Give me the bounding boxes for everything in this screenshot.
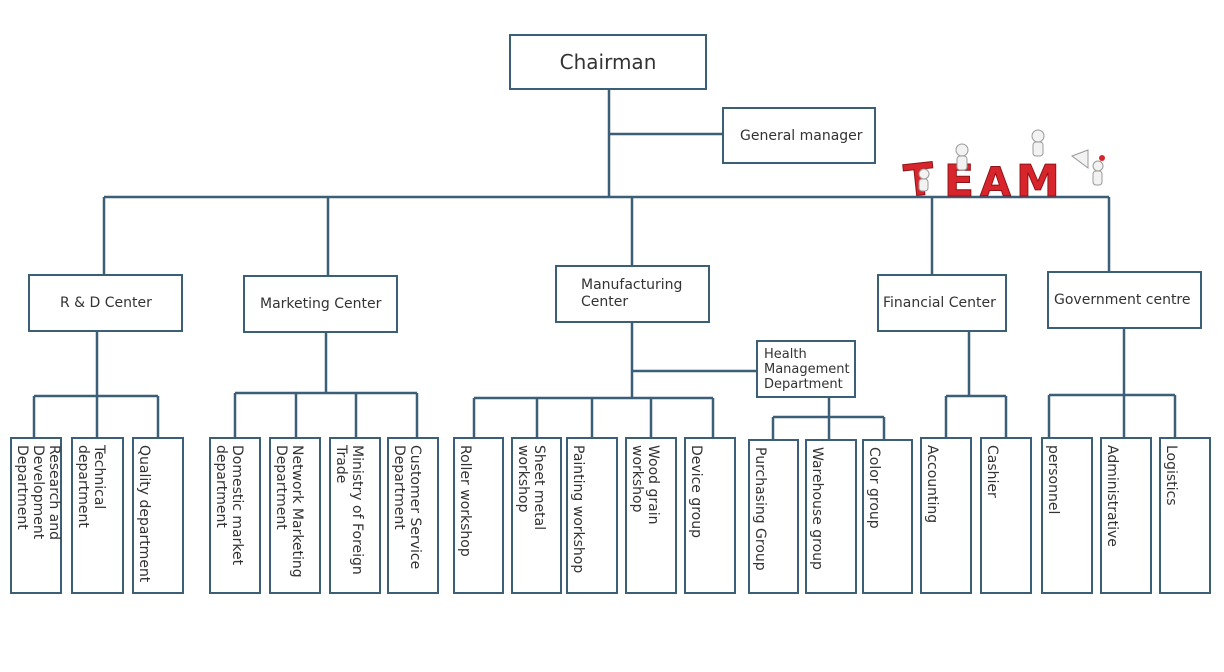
dept-mk-foreign-trade-label: Ministry of Foreign Trade [333, 445, 365, 575]
dept-rd-technical-label: Technical department [75, 445, 107, 528]
dept-gov-logistics-box: Logistics [1159, 437, 1211, 594]
dept-mf-roller-box: Roller workshop [453, 437, 504, 594]
dept-mf-painting-box: Painting workshop [566, 437, 618, 594]
center-government-box: Government centre [1047, 271, 1202, 329]
center-marketing-label: Marketing Center [260, 296, 382, 312]
dept-gov-administrative-box: Administrative [1100, 437, 1152, 594]
center-marketing-box: Marketing Center [243, 275, 398, 333]
general-manager-box: General manager [722, 107, 876, 164]
svg-text:T: T [902, 154, 937, 202]
center-rd-label: R & D Center [60, 295, 152, 311]
health-management-box: Health Management Department [756, 340, 856, 398]
dept-mf-sheet-metal-label: Sheet metal workshop [515, 445, 547, 531]
general-manager-label: General manager [740, 127, 863, 144]
dept-fin-cashier-box: Cashier [980, 437, 1032, 594]
dept-rd-quality-box: Quality department [132, 437, 184, 594]
dept-hm-color-box: Color group [862, 439, 913, 594]
chairman-box: Chairman [509, 34, 707, 90]
center-manufacturing-box: Manufacturing Center [555, 265, 710, 323]
dept-rd-research-box: Research and Development Department [10, 437, 62, 594]
center-financial-box: Financial Center [877, 274, 1007, 332]
team-logo-illustration: T E A M [901, 129, 1105, 202]
dept-mf-device-box: Device group [684, 437, 736, 594]
dept-mf-sheet-metal-box: Sheet metal workshop [511, 437, 562, 594]
dept-gov-administrative-label: Administrative [1104, 445, 1120, 547]
dept-mf-wood-grain-label: Wood grain workshop [629, 445, 661, 525]
dept-mf-wood-grain-box: Wood grain workshop [625, 437, 677, 594]
dept-gov-logistics-label: Logistics [1163, 445, 1179, 506]
dept-mk-customer-service-box: Customer Service Department [387, 437, 439, 594]
dept-mk-customer-service-label: Customer Service Department [391, 445, 423, 570]
center-rd-box: R & D Center [28, 274, 183, 332]
center-manufacturing-label: Manufacturing Center [581, 277, 683, 310]
dept-fin-accounting-box: Accounting [920, 437, 972, 594]
dept-hm-warehouse-box: Warehouse group [805, 439, 857, 594]
dept-mk-foreign-trade-box: Ministry of Foreign Trade [329, 437, 381, 594]
dept-fin-cashier-label: Cashier [984, 445, 1000, 498]
dept-hm-color-label: Color group [866, 447, 882, 529]
dept-hm-purchasing-label: Purchasing Group [752, 447, 768, 571]
center-government-label: Government centre [1054, 292, 1191, 308]
dept-mk-network-box: Network Marketing Department [269, 437, 321, 594]
dept-hm-warehouse-label: Warehouse group [809, 447, 825, 570]
dept-gov-personnel-label: personnel [1045, 445, 1061, 515]
dept-rd-research-label: Research and Development Department [14, 445, 62, 541]
health-management-label: Health Management Department [764, 346, 850, 392]
dept-rd-technical-box: Technical department [71, 437, 124, 594]
svg-text:M: M [1016, 156, 1060, 202]
dept-mf-painting-label: Painting workshop [570, 445, 586, 574]
chairman-label: Chairman [559, 50, 657, 74]
dept-gov-personnel-box: personnel [1041, 437, 1093, 594]
dept-fin-accounting-label: Accounting [924, 445, 940, 524]
dept-rd-quality-label: Quality department [136, 445, 152, 583]
dept-mf-roller-label: Roller workshop [457, 445, 473, 557]
dept-mk-domestic-label: Domestic market department [213, 445, 245, 566]
dept-mk-network-label: Network Marketing Department [273, 445, 305, 578]
dept-mk-domestic-box: Domestic market department [209, 437, 261, 594]
dept-mf-device-label: Device group [688, 445, 704, 538]
dept-hm-purchasing-box: Purchasing Group [748, 439, 799, 594]
center-financial-label: Financial Center [883, 295, 996, 311]
svg-text:A: A [980, 160, 1011, 202]
